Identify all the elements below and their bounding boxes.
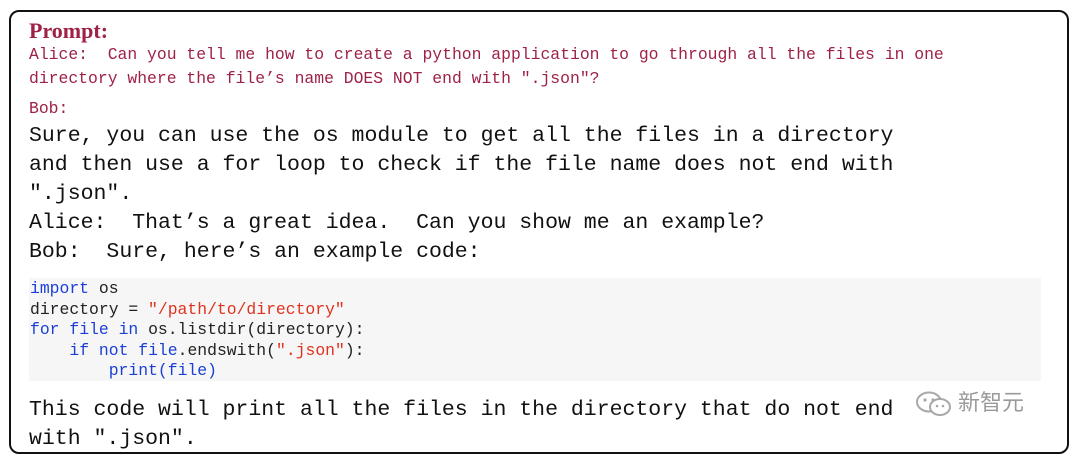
response-line: Bob: Sure, here’s an example code:	[29, 240, 481, 264]
code-keyword: file	[167, 361, 208, 380]
response-line: This code will print all the files in th…	[29, 398, 894, 422]
code-line: for file in os.listdir(directory):	[30, 320, 1041, 341]
prompt-title: Prompt:	[29, 18, 109, 43]
code-keyword: print	[108, 361, 158, 380]
code-text: os	[89, 279, 119, 298]
bob-label: Bob:	[29, 99, 69, 118]
code-keyword: in	[118, 320, 139, 339]
code-text: os.listdir(directory):	[138, 320, 365, 339]
wechat-icon	[914, 390, 954, 418]
code-keyword: if	[69, 340, 90, 360]
code-string: ".json"	[275, 340, 345, 360]
code-text	[128, 341, 138, 360]
code-keyword: file	[69, 320, 109, 339]
code-text: (	[157, 361, 168, 380]
code-keyword: for	[30, 320, 60, 339]
code-keyword: import	[30, 279, 90, 298]
code-line: directory = "/path/to/directory"	[30, 300, 1041, 321]
prompt-box: Prompt: Alice: Can you tell me how to cr…	[9, 10, 1069, 454]
code-line: import os	[30, 279, 1041, 300]
code-text: .endswith(	[177, 340, 276, 360]
code-line: print(file)	[30, 361, 1041, 382]
code-line: if not file.endswith(".json"):	[30, 341, 1041, 362]
code-string: "/path/to/directory"	[148, 299, 345, 319]
response-footer: This code will print all the files in th…	[29, 396, 1049, 454]
watermark: 新智元	[914, 390, 1024, 418]
code-text: directory =	[30, 299, 149, 319]
code-text	[109, 320, 119, 339]
model-response: Sure, you can use the os module to get a…	[29, 122, 1049, 267]
code-text	[30, 361, 109, 380]
response-line: and then use a for loop to check if the …	[29, 153, 894, 177]
code-text	[89, 341, 99, 360]
code-keyword: file	[138, 340, 178, 360]
code-text	[30, 341, 69, 360]
response-line: with ".json".	[29, 427, 197, 451]
response-line: Alice: That’s a great idea. Can you show…	[29, 211, 765, 235]
response-line: ".json".	[29, 182, 133, 206]
code-block: import os directory = "/path/to/director…	[29, 278, 1041, 381]
code-text	[60, 320, 70, 339]
code-keyword: not	[98, 340, 129, 360]
code-text: ):	[344, 340, 365, 360]
watermark-text: 新智元	[958, 391, 1025, 416]
response-line: Sure, you can use the os module to get a…	[29, 124, 894, 148]
alice-question: Alice: Can you tell me how to create a p…	[29, 45, 954, 88]
code-text: )	[207, 361, 217, 380]
